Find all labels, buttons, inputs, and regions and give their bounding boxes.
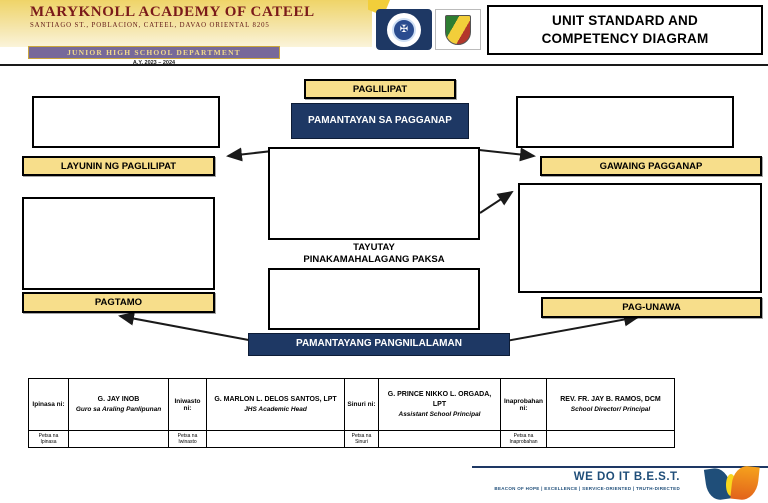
corrected-date-value [206,430,345,448]
reviewed-role: Assistant School Principal [398,410,481,418]
document-title-box: UNIT STANDARD AND COMPETENCY DIAGRAM [487,5,763,55]
approved-label: Inaprobahan ni: [500,378,547,431]
submitted-label: Ipinasa ni: [28,378,69,431]
submitted-name: G. JAY INOB [97,396,140,404]
best-logo-orange-shape [730,464,760,502]
reviewed-label: Sinuri ni: [344,378,379,431]
node-gawaing-pagganap: GAWAING PAGGANAP [540,156,762,176]
corrected-name-cell: G. MARLON L. DELOS SANTOS, LPT JHS Acade… [206,378,345,431]
corrected-role: JHS Academic Head [244,405,307,413]
content-box-gawaing [516,96,734,148]
content-box-center-top [268,147,480,240]
reviewed-name: G. PRINCE NIKKO L. ORGADA, LPT [387,391,492,408]
school-year-label: A.Y. 2023 – 2024 [132,60,176,66]
school-name: MARYKNOLL ACADEMY OF CATEEL [30,4,315,20]
content-box-center-bottom [268,268,480,330]
department-band: JUNIOR HIGH SCHOOL DEPARTMENT [28,46,280,59]
content-box-layunin [32,96,220,148]
document-title-line2: COMPETENCY DIAGRAM [541,31,709,46]
header-divider [0,64,768,66]
center-caption: TAYUTAY PINAKAMAHALAGANG PAKSA [268,242,480,265]
node-paglilipat: PAGLILIPAT [304,79,456,99]
submitted-date-value [68,430,169,448]
node-pagtamo: PAGTAMO [22,292,215,313]
approved-name-cell: REV. FR. JAY B. RAMOS, DCM School Direct… [546,378,675,431]
signature-table: Ipinasa ni: G. JAY INOB Guro sa Araling … [28,378,675,448]
reviewed-date-value [378,430,501,448]
document-title-line1: UNIT STANDARD AND [552,13,698,29]
approved-date-value [546,430,675,448]
node-pamantayan-sa-pagganap: PAMANTAYAN SA PAGGANAP [291,103,469,139]
approved-date-label: Petsa na Inaprobahan [500,430,547,448]
table-row: Ipinasa ni: G. JAY INOB Guro sa Araling … [28,378,675,431]
node-pag-unawa: PAG-UNAWA [541,297,762,318]
node-pamantayang-pangnilalaman: PAMANTAYANG PANGNILALAMAN [248,333,510,356]
seal-emblem-icon: ✠ [392,17,416,42]
table-row: Petsa na Ipinasa Petsa na Iwinasto Petsa… [28,430,675,448]
content-box-pag-unawa [518,183,762,293]
approved-name: REV. FR. JAY B. RAMOS, DCM [560,396,661,404]
corrected-label: Iniwasto ni: [168,378,207,431]
submitted-date-label: Petsa na Ipinasa [28,430,69,448]
school-tagline: BEACON OF HOPE | EXCELLENCE | SERVICE-OR… [494,486,680,491]
best-logo [700,464,766,502]
school-crest-logo [435,9,481,50]
corrected-date-label: Petsa na Iwinasto [168,430,207,448]
caption-tayutay: TAYUTAY [353,242,395,253]
content-box-pagtamo [22,197,215,290]
reviewed-name-cell: G. PRINCE NIKKO L. ORGADA, LPT Assistant… [378,378,501,431]
school-address: SANTIAGO ST., POBLACION, CATEEL, DAVAO O… [30,22,270,29]
school-banner: MARYKNOLL ACADEMY OF CATEEL SANTIAGO ST.… [0,0,372,47]
approved-role: School Director/ Principal [570,405,651,413]
school-seal-logo: ✠ [376,9,432,50]
corrected-name: G. MARLON L. DELOS SANTOS, LPT [214,396,337,404]
school-motto: WE DO IT B.E.S.T. [573,471,680,483]
submitted-role: Guro sa Araling Panlipunan [75,405,162,413]
submitted-name-cell: G. JAY INOB Guro sa Araling Panlipunan [68,378,169,431]
crest-shield-icon [445,14,471,45]
node-layunin-ng-paglilipat: LAYUNIN NG PAGLILIPAT [22,156,215,176]
department-label: JUNIOR HIGH SCHOOL DEPARTMENT [67,48,241,57]
reviewed-date-label: Petsa na Sinuri [344,430,379,448]
seal-outer-ring: ✠ [387,12,421,47]
caption-pinakamahalagang-paksa: PINAKAMAHALAGANG PAKSA [303,254,445,265]
footer-divider [472,466,768,468]
